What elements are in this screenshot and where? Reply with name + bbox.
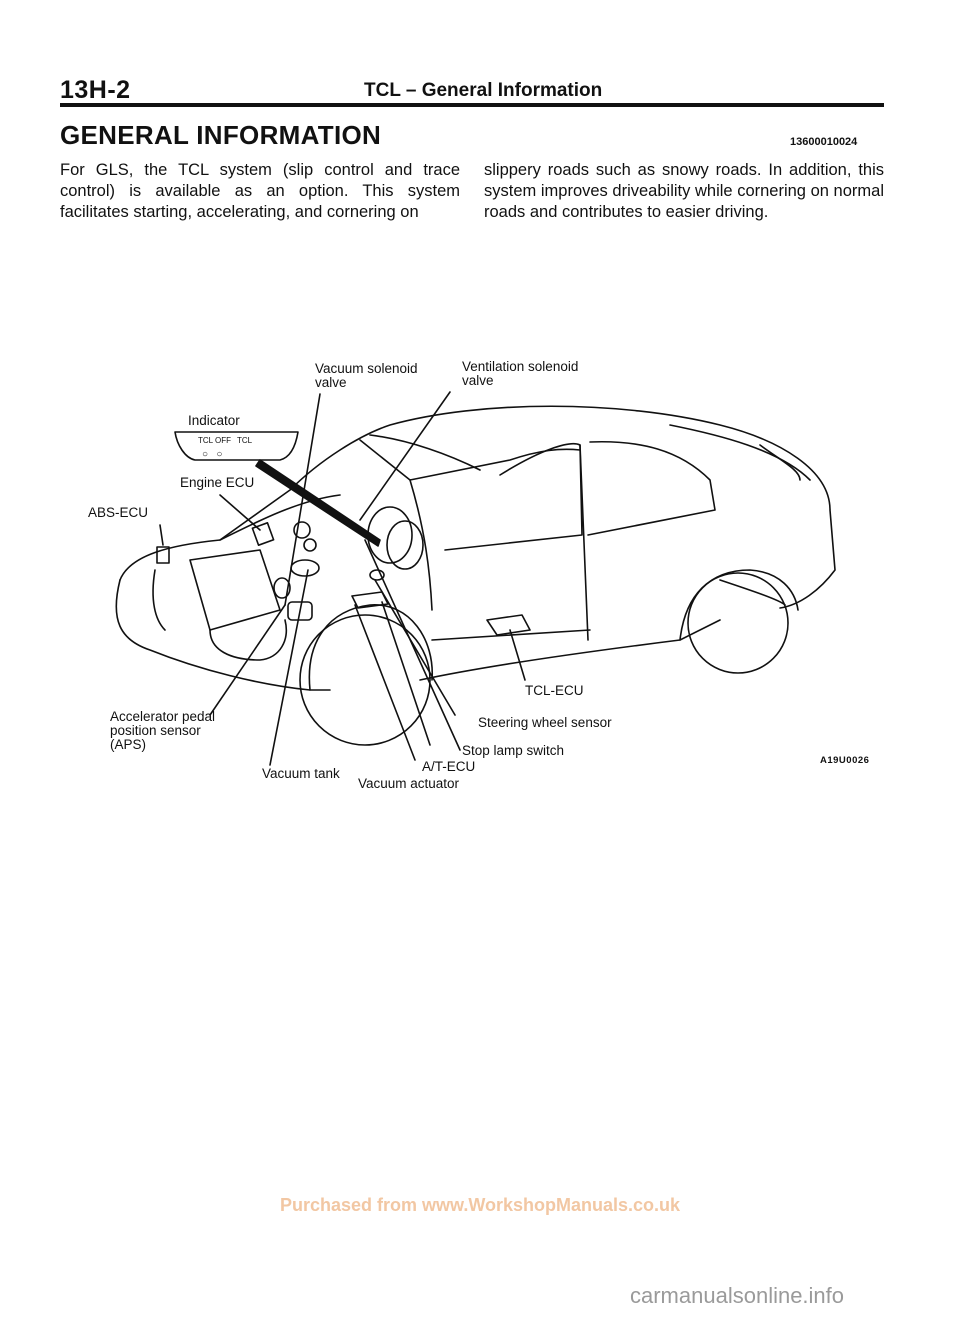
indicator-tcl: TCL (237, 436, 253, 445)
paragraph-left: For GLS, the TCL system (slip control an… (60, 161, 460, 221)
paragraph-right: slippery roads such as snowy roads. In a… (484, 161, 884, 221)
car-illustration (115, 391, 836, 766)
indicator-tcl-off: TCL OFF (198, 436, 232, 445)
label-at-ecu: A/T-ECU (422, 759, 476, 774)
section-title: GENERAL INFORMATION (60, 120, 382, 150)
label-indicator: Indicator (188, 413, 240, 428)
source-watermark: Purchased from www.WorkshopManuals.co.uk (279, 1195, 681, 1215)
page-title: TCL – General Information (364, 80, 603, 101)
document-code: 13600010024 (790, 136, 858, 148)
label-steering-wheel-sensor: Steering wheel sensor (478, 715, 612, 730)
figure-code: A19U0026 (820, 755, 870, 766)
tcl-component-diagram: Vacuum solenoid valve Ventilation soleno… (60, 340, 900, 820)
indicator-lamps: ○ ○ (202, 449, 223, 460)
label-stop-lamp-switch: Stop lamp switch (462, 743, 565, 758)
page-code: 13H-2 (60, 76, 131, 104)
label-vacuum-tank: Vacuum tank (262, 766, 340, 781)
site-watermark: carmanualsonline.info (630, 1283, 845, 1308)
label-engine-ecu: Engine ECU (180, 475, 255, 490)
label-vacuum-actuator: Vacuum actuator (358, 776, 460, 791)
label-tcl-ecu: TCL-ECU (525, 683, 584, 698)
label-vacuum-solenoid-valve: Vacuum solenoid valve (315, 361, 418, 390)
label-ventilation-solenoid-valve: Ventilation solenoid valve (462, 359, 579, 388)
label-accelerator-pedal-position-sensor: Accelerator pedal position sensor (APS) (110, 709, 216, 752)
label-abs-ecu: ABS-ECU (88, 505, 149, 520)
header-rule (60, 103, 884, 107)
